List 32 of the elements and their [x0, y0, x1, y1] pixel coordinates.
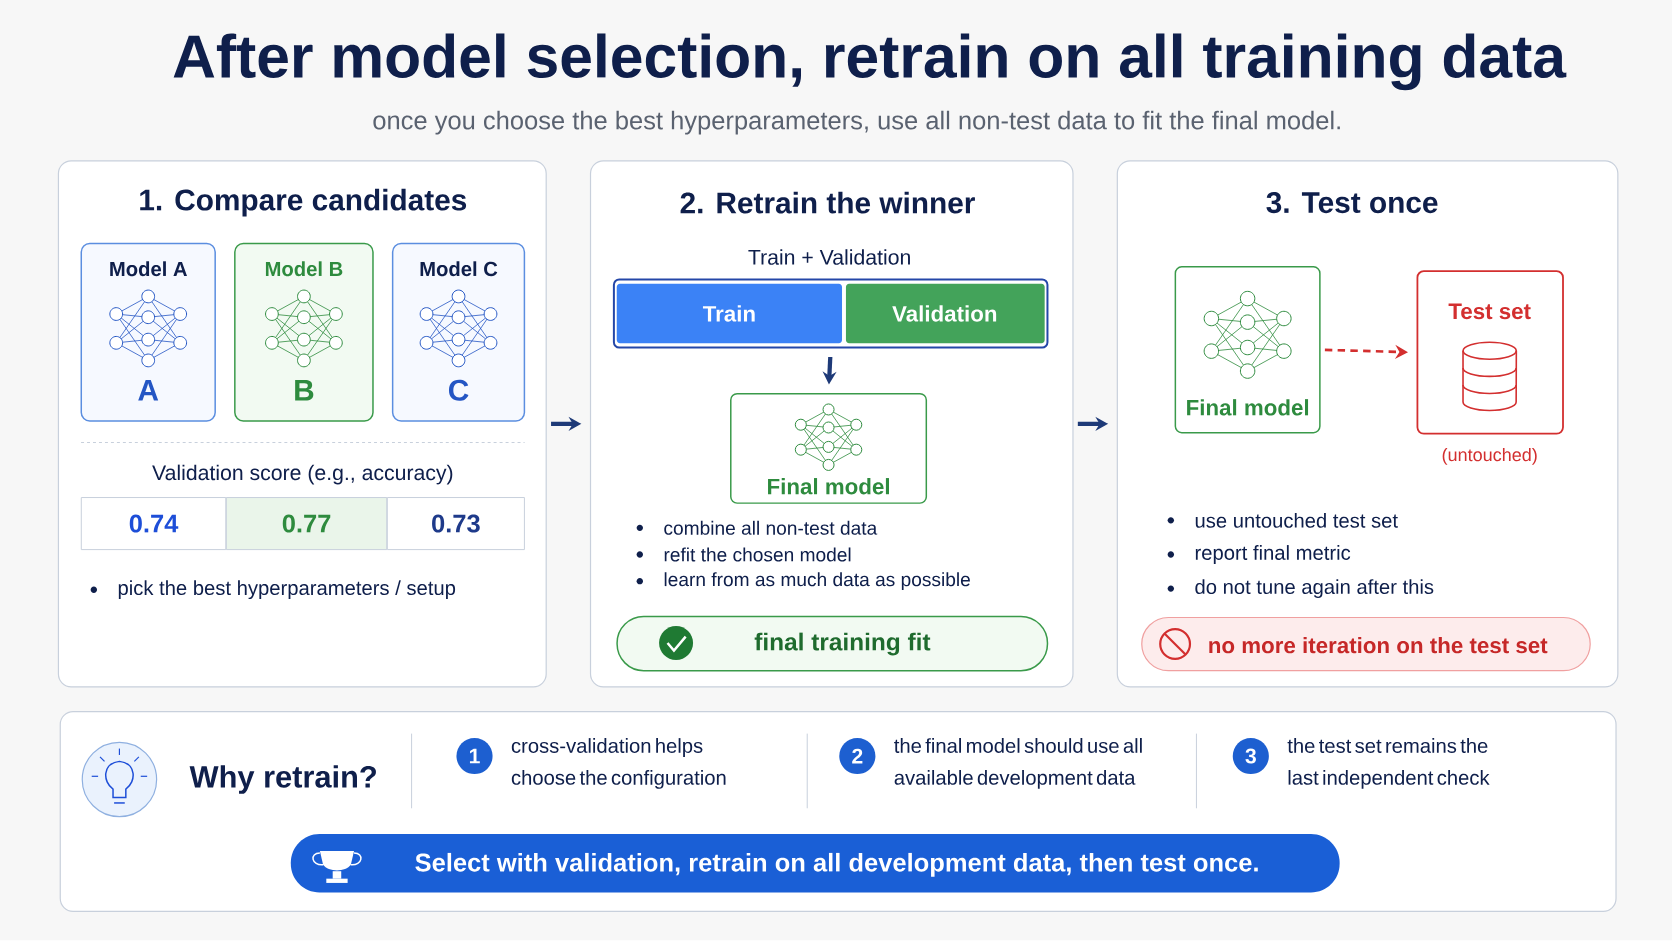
table-cell: 0.77 [225, 497, 388, 551]
bullet-item: pick the best hyperparameters / setup [90, 580, 456, 600]
validation-segment: Validation [845, 284, 1045, 344]
number-badge: 1 [456, 738, 493, 775]
reason-text: the test set remains the last independent check [1287, 738, 1490, 790]
bullet-item: report final metric [1167, 545, 1351, 565]
table-heading: Validation score (e.g., accuracy) [152, 464, 453, 485]
status-pill: final training fit [616, 615, 1049, 672]
model-card: Final model [730, 393, 928, 505]
bullet-item: use untouched test set [1167, 513, 1398, 529]
title: After model selection, retrain on all training data [173, 33, 1567, 91]
number-badge: 2 [839, 738, 876, 775]
train-segment: Train [616, 284, 842, 344]
reason-text: the final model should use all available development data [894, 738, 1142, 790]
model-card: Model A A [80, 242, 216, 422]
side-note: (untouched) [1442, 448, 1537, 466]
subtitle: once you choose the best hyperparameters, use all non-test data to fit the final model. [373, 111, 1340, 135]
table-cell: 0.73 [386, 497, 525, 551]
bullet-item: learn from as much data as possible [636, 572, 970, 591]
model-card: Final model [1174, 266, 1321, 434]
bullet-item: combine all non-test data [636, 521, 878, 536]
reason-text: cross-validation helps choose the configuration [511, 738, 726, 790]
test-set-card: Test set [1416, 270, 1564, 435]
summary-banner: Select with validation, retrain on all development data, then test once. [290, 834, 1340, 893]
number-badge: 3 [1232, 738, 1269, 775]
table-cell: 0.74 [80, 497, 227, 551]
model-card: Model B B [234, 242, 374, 422]
model-card: Model C C [391, 242, 526, 422]
bullet-item: do not tune again after this [1167, 579, 1434, 599]
warning-pill: no more iteration on the test set [1141, 617, 1591, 672]
node-label: Train + Validation [748, 249, 910, 266]
bullet-item: refit the chosen model [636, 547, 851, 562]
